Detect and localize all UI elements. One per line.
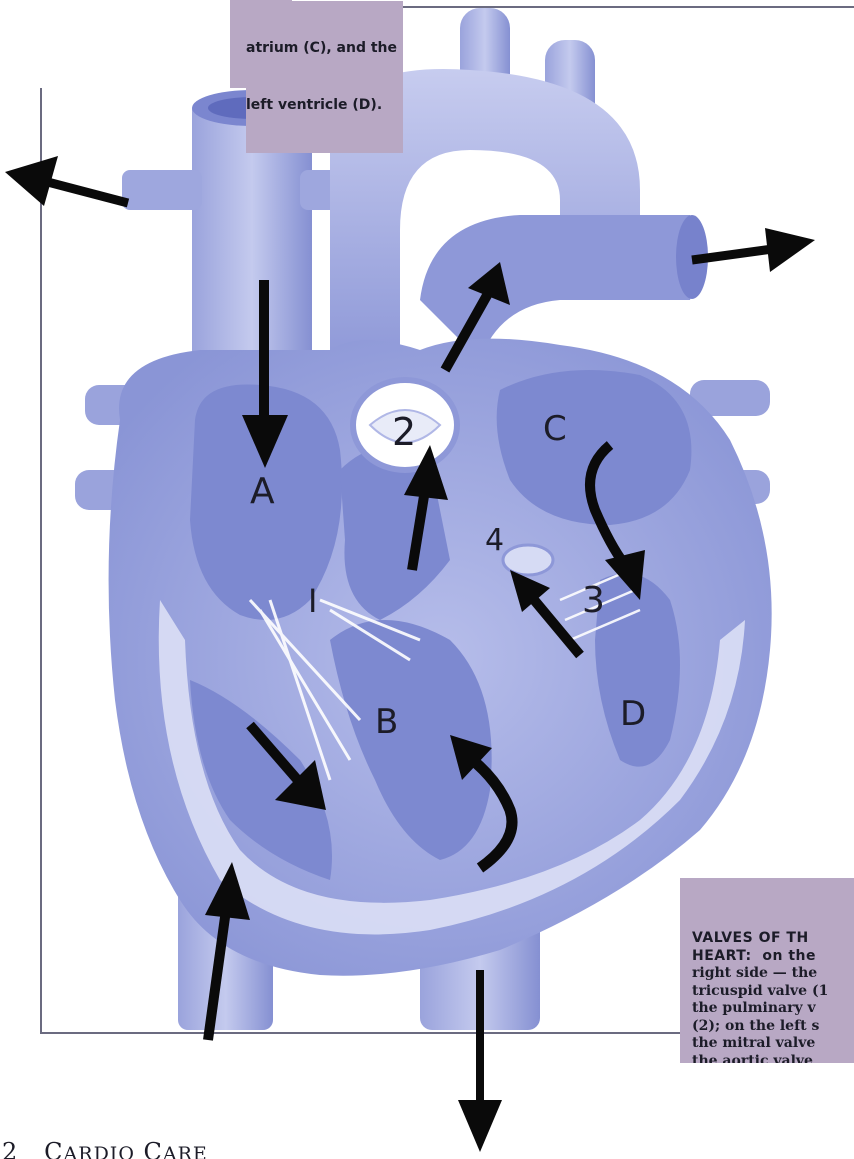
label-a: A — [250, 471, 275, 512]
label-b: B — [375, 702, 398, 742]
bottom-callout-line-5: the pulminary v — [692, 1000, 828, 1018]
bottom-callout-box: VALVES OF TH HEART: on the right side — … — [680, 878, 854, 1063]
footer-title-rest-2: ARE — [163, 1143, 208, 1159]
footer-title-initial-2: C — [144, 1138, 163, 1159]
label-valve-4: 4 — [485, 523, 504, 558]
bottom-callout-line-2: HEART: on the — [692, 948, 828, 966]
arrow-out-right — [692, 228, 815, 272]
arrow-out-left — [5, 156, 128, 206]
top-callout-lines: atrium (C), and the left ventricle (D). — [246, 1, 403, 153]
bottom-callout-line-8: the aortic valve — [692, 1053, 828, 1064]
page-number: 2 — [2, 1138, 18, 1159]
bottom-callout-line-6: (2); on the left s — [692, 1018, 828, 1036]
bottom-callout-text: VALVES OF TH HEART: on the right side — … — [692, 930, 828, 1063]
footer-title-rest-1: ARDIO — [64, 1143, 135, 1159]
bottom-callout-line-4: tricuspid valve (1 — [692, 983, 828, 1001]
label-valve-3: 3 — [582, 580, 605, 621]
top-callout-line-1: atrium (C), and the — [246, 39, 397, 58]
label-valve-2: 2 — [392, 410, 416, 454]
label-d: D — [620, 694, 646, 734]
bottom-callout-line-7: the mitral valve — [692, 1035, 828, 1053]
bottom-callout-line-1: VALVES OF TH — [692, 930, 828, 948]
bottom-callout-line-3: right side — the — [692, 965, 828, 983]
page-footer: 2 CARDIO CARE — [2, 1138, 208, 1159]
label-valve-1: I — [308, 582, 317, 620]
label-c: C — [543, 409, 567, 449]
top-callout-line-2: left ventricle (D). — [246, 96, 397, 115]
footer-title-initial-1: C — [44, 1138, 63, 1159]
